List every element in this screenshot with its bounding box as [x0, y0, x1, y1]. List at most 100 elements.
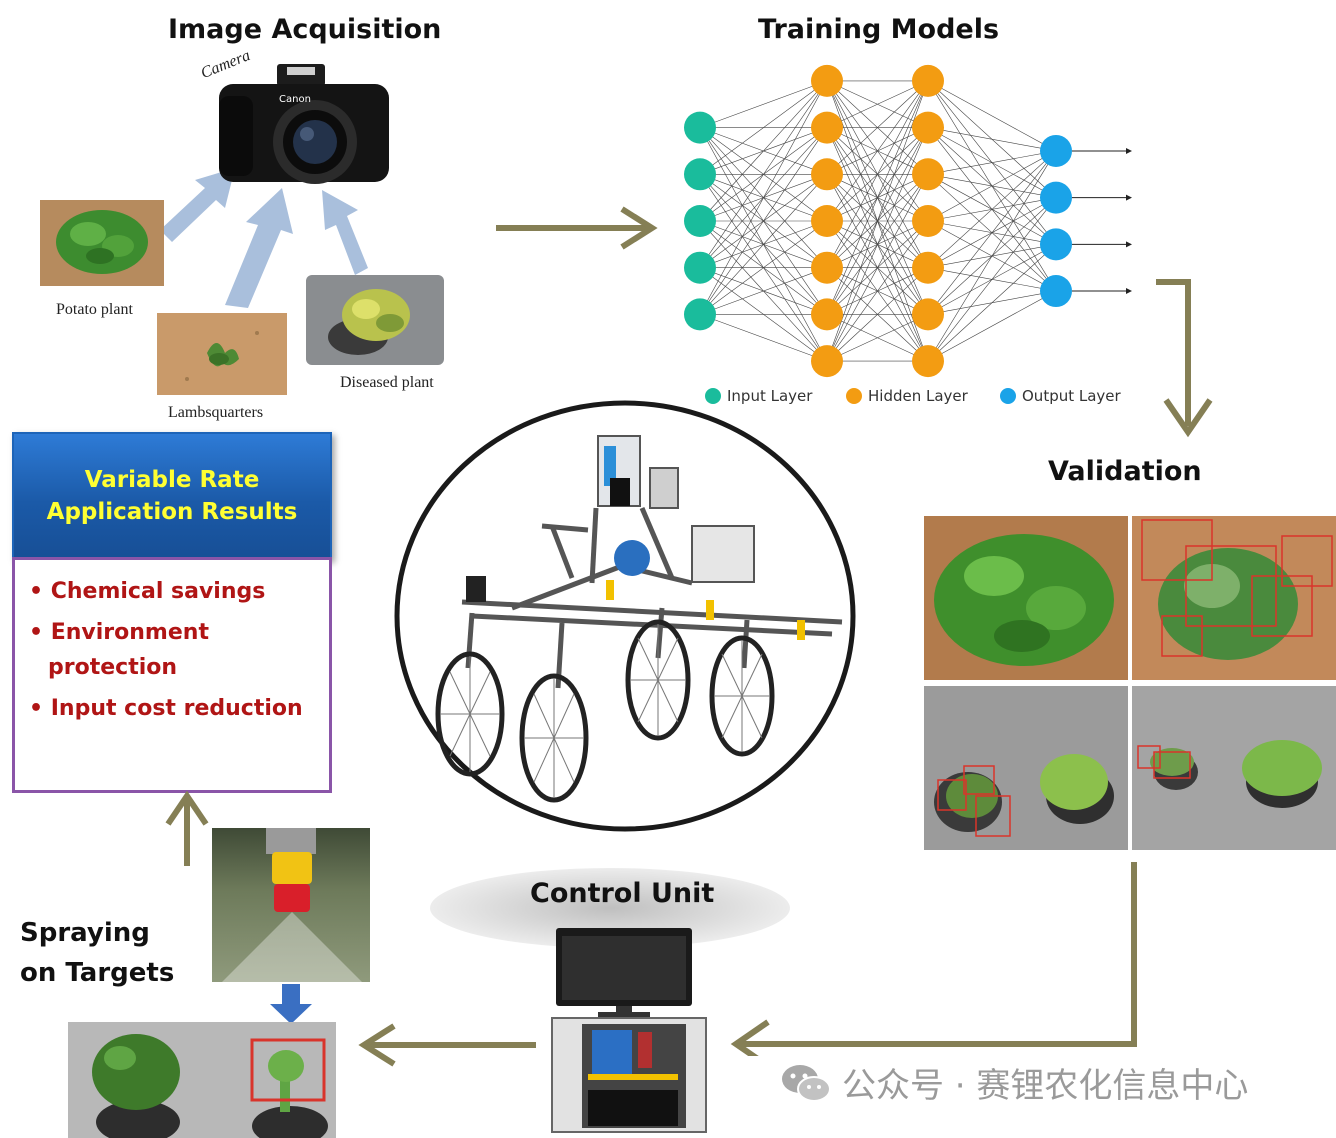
network-connection	[927, 244, 1057, 362]
hidden-node	[811, 64, 843, 97]
hidden-node	[912, 205, 944, 237]
network-connection	[826, 174, 929, 362]
hidden-node	[912, 158, 944, 191]
legend-hidden-layer: Hidden Layer	[846, 387, 968, 405]
diseased-plant-label: Diseased plant	[340, 374, 434, 391]
output-node	[1040, 275, 1072, 308]
spraying-title-line2: on Targets	[20, 958, 175, 988]
validation-grid	[924, 516, 1336, 850]
network-connection	[826, 80, 929, 315]
results-box: • Chemical savings • Environment protect…	[12, 557, 332, 793]
network-connection	[826, 80, 929, 362]
potato-plant-photo	[40, 200, 164, 286]
output-arrowhead	[1126, 194, 1132, 201]
output-node	[1040, 228, 1072, 261]
input-node	[684, 205, 716, 237]
spray-down-arrow	[270, 984, 312, 1024]
network-connection	[826, 80, 929, 175]
hidden-node	[811, 158, 843, 191]
result-chemical-text: Chemical savings	[50, 579, 266, 604]
output-node	[1040, 181, 1072, 214]
hidden-node	[811, 298, 843, 331]
hidden-node	[912, 251, 944, 284]
hidden-node	[912, 345, 944, 378]
result-cost-text: Input cost reduction	[50, 696, 303, 721]
neural-network-diagram	[684, 64, 1132, 378]
network-connection	[826, 267, 929, 362]
network-connection	[927, 150, 1057, 268]
network-connection	[927, 150, 1057, 222]
validation-photo-4	[1132, 686, 1336, 850]
output-arrowhead	[1126, 241, 1132, 248]
hidden-node	[811, 251, 843, 284]
lambsquarters-label: Lambsquarters	[168, 404, 264, 421]
arrow-to-spraying	[358, 1023, 536, 1067]
network-connection	[927, 197, 1057, 362]
network-connection	[699, 314, 828, 362]
network-connection	[826, 80, 929, 128]
legend-output-layer: Output Layer	[1000, 387, 1121, 405]
result-item-chemical: • Chemical savings	[29, 579, 266, 604]
network-connection	[826, 80, 929, 268]
legend-hidden-label: Hidden Layer	[868, 387, 968, 405]
hidden-node	[912, 64, 944, 97]
validation-title: Validation	[1048, 456, 1202, 487]
result-environment-continued: protection	[48, 655, 178, 680]
network-connection	[699, 80, 828, 268]
network-connection	[927, 150, 1057, 362]
output-layer-dot	[1000, 388, 1016, 404]
hidden-node	[912, 298, 944, 331]
network-connection	[927, 150, 1057, 315]
camera-brand: Canon	[279, 94, 311, 105]
input-layer-dot	[705, 388, 721, 404]
network-connection	[826, 220, 929, 362]
output-node	[1040, 134, 1072, 167]
arrow-to-validation	[1156, 279, 1213, 438]
network-connection	[927, 127, 1057, 152]
results-header: Variable Rate Application Results	[12, 432, 332, 560]
input-node	[684, 111, 716, 144]
result-item-cost: • Input cost reduction	[29, 696, 303, 721]
watermark: 公众号 · 赛锂农化信息中心	[780, 1058, 1248, 1107]
network-connection	[826, 314, 929, 362]
network-connection	[699, 80, 828, 315]
validation-photo-3	[924, 686, 1128, 850]
control-unit-illustration	[551, 928, 707, 1133]
hidden-node	[811, 345, 843, 378]
sprayer-robot-illustration	[394, 400, 856, 832]
network-connection	[699, 80, 828, 175]
target-plants-photo	[68, 1022, 336, 1138]
network-connection	[699, 80, 828, 128]
hidden-node	[811, 205, 843, 237]
nozzle-photo	[212, 828, 370, 982]
input-node	[684, 298, 716, 331]
image-acquisition-title: Image Acquisition	[168, 14, 442, 45]
camera-arrows	[160, 168, 368, 308]
training-models-title: Training Models	[758, 14, 1000, 45]
results-title-line2: Application Results	[46, 499, 298, 525]
arrow-to-training	[496, 206, 658, 250]
network-connection	[699, 220, 828, 315]
diseased-plant-photo	[306, 275, 444, 365]
network-connection	[699, 174, 828, 315]
spraying-title-line1: Spraying	[20, 918, 150, 948]
network-connection	[826, 127, 929, 362]
arrow-to-results	[165, 790, 209, 866]
hidden-node	[811, 111, 843, 144]
potato-plant-label: Potato plant	[56, 301, 133, 318]
lambsquarters-photo	[157, 313, 287, 395]
arrow-to-control-unit	[730, 862, 1137, 1056]
control-unit-title: Control Unit	[530, 878, 715, 909]
hidden-node	[912, 111, 944, 144]
network-connection	[927, 150, 1057, 175]
output-arrowhead	[1126, 147, 1132, 154]
output-arrowhead	[1126, 288, 1132, 295]
legend-output-label: Output Layer	[1022, 387, 1121, 405]
watermark-text: 公众号 · 赛锂农化信息中心	[842, 1066, 1249, 1106]
hidden-layer-dot	[846, 388, 862, 404]
validation-photo-1	[924, 516, 1128, 680]
input-node	[684, 251, 716, 284]
network-connection	[699, 267, 828, 315]
network-connection	[826, 80, 929, 222]
network-connection	[699, 127, 828, 315]
